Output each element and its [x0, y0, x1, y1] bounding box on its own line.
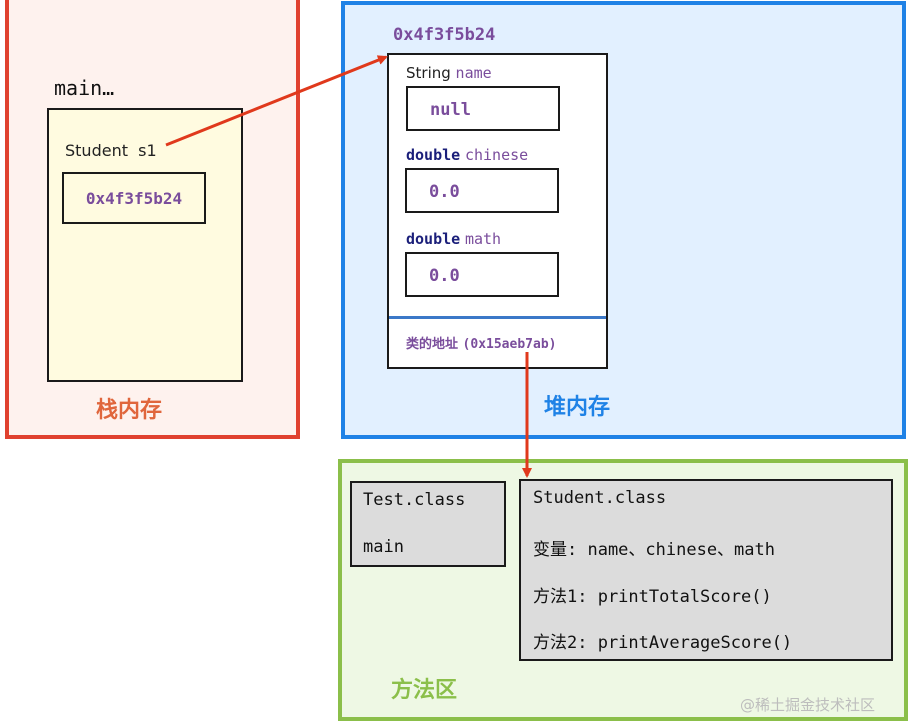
- stack-variable-label: Student s1: [65, 141, 157, 160]
- field-type: double: [406, 230, 461, 248]
- test-class-name: Test.class: [363, 490, 466, 510]
- test-class-box: [350, 481, 506, 567]
- stack-variable-name: s1: [138, 141, 157, 160]
- stack-reference-box: [62, 172, 206, 224]
- watermark: @稀土掘金技术社区: [740, 696, 876, 714]
- field-label-chinese: double chinese: [406, 146, 528, 164]
- student-class-method2: 方法2: printAverageScore(): [533, 633, 793, 653]
- stack-to-heap-arrow: [165, 55, 388, 147]
- field-box-chinese: [405, 168, 559, 213]
- test-class-method: main: [363, 537, 404, 557]
- student-class-variables: 变量: name、chinese、math: [533, 540, 775, 560]
- class-address-label: 类的地址 (0x15aeb7ab): [406, 333, 556, 352]
- field-box-name: [406, 86, 560, 131]
- stack-reference-value: 0x4f3f5b24: [85, 189, 183, 208]
- method-area-title: 方法区: [391, 678, 458, 703]
- field-label-math: double math: [406, 230, 501, 248]
- main-stack-frame: [47, 108, 243, 382]
- student-class-method1: 方法1: printTotalScore(): [533, 587, 772, 607]
- field-name: math: [464, 230, 502, 248]
- student-class-name: Student.class: [533, 488, 667, 508]
- field-value-chinese: 0.0: [429, 182, 460, 202]
- field-name: chinese: [464, 146, 529, 164]
- field-box-math: [405, 252, 559, 297]
- field-name: name: [455, 64, 492, 82]
- class-address-text: 类的地址: [406, 337, 459, 352]
- stack-memory-title: 栈内存: [96, 398, 163, 423]
- field-label-name: String name: [406, 64, 492, 82]
- student-class-box: [519, 479, 893, 661]
- object-header-divider: [389, 316, 606, 319]
- class-address-value: (0x15aeb7ab): [462, 337, 557, 352]
- heap-object-address: 0x4f3f5b24: [393, 25, 496, 45]
- field-value-math: 0.0: [429, 266, 460, 286]
- field-type: String: [406, 64, 451, 82]
- main-frame-label: main…: [54, 76, 115, 100]
- stack-variable-type: Student: [65, 141, 128, 160]
- field-type: double: [406, 146, 461, 164]
- heap-memory-title: 堆内存: [544, 395, 611, 420]
- field-value-name: null: [430, 100, 471, 120]
